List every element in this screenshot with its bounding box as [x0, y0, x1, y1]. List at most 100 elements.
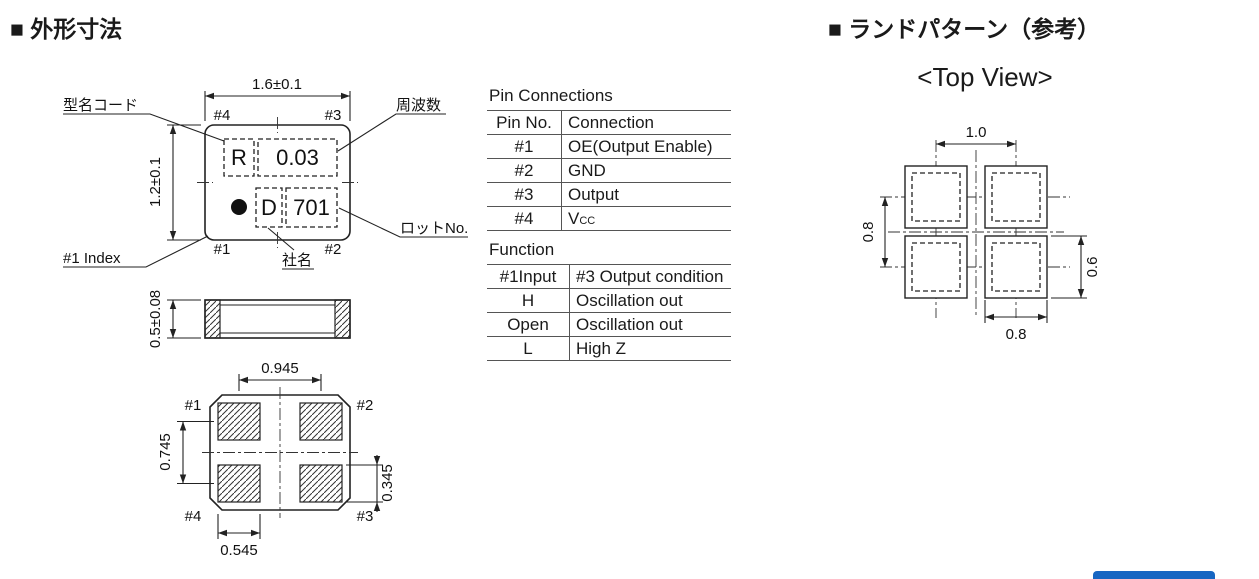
function-table: #1Input #3 Output condition H Oscillatio…	[487, 265, 731, 361]
pin-no-header: Pin No.	[487, 111, 562, 135]
input-header: #1Input	[487, 265, 570, 289]
bottom-pin-label-4: #4	[185, 508, 202, 525]
dim-pad-width-label: 0.545	[220, 542, 258, 559]
table-row: L High Z	[487, 336, 731, 361]
lot-box	[285, 187, 338, 228]
centerline-ticks	[197, 117, 358, 248]
dim-pitch-x-label: 0.945	[261, 360, 299, 377]
output-cell: Oscillation out	[569, 312, 731, 337]
callout-lot: ロットNo.	[400, 220, 468, 237]
package-bottom-view: #1 #2 #4 #3 0.945 0.745 0.345 0.545	[157, 360, 396, 559]
pad-4	[217, 464, 261, 503]
output-cell: Oscillation out	[569, 288, 731, 313]
connection-header: Connection	[561, 111, 731, 135]
table-row: #1 OE(Output Enable)	[487, 134, 731, 159]
pad-2	[299, 402, 343, 441]
callout-frequency: 周波数	[396, 97, 441, 114]
marking-frequency: 0.03	[276, 145, 319, 170]
table-row: #2 GND	[487, 158, 731, 183]
pad-width-dim-lines	[217, 514, 261, 539]
dim-pad-height-label: 0.345	[379, 464, 396, 502]
callout-model-code-leader	[63, 113, 225, 142]
callout-company: 社名	[282, 252, 312, 269]
callout-model-code: 型名コード	[63, 97, 138, 114]
function-title: Function	[487, 240, 731, 265]
table-header-row: #1Input #3 Output condition	[487, 265, 731, 289]
land-pad-bottom-left	[904, 235, 968, 299]
callout-lot-leader	[338, 207, 468, 238]
input-cell: L	[487, 336, 570, 361]
dim-pitch-y-label: 0.745	[157, 433, 174, 471]
footer-accent-bar	[1093, 571, 1215, 579]
bottom-pin-label-1: #1	[185, 397, 202, 414]
connection-cell: VCC	[561, 206, 731, 231]
marking-lot: 701	[293, 195, 330, 220]
land-dim-pitch-y-label: 0.8	[860, 222, 877, 243]
pitch-y-dim-lines	[177, 420, 214, 485]
top-view-subtitle: <Top View>	[917, 62, 1053, 92]
table-row: H Oscillation out	[487, 288, 731, 313]
table-row: #3 Output	[487, 182, 731, 207]
pin-cell: #4	[487, 206, 562, 231]
outline-section-title: ■ 外形寸法	[10, 16, 123, 42]
connection-cell: GND	[561, 158, 731, 183]
frequency-box	[257, 138, 338, 177]
table-header-row: Pin No. Connection	[487, 111, 731, 135]
land-pad-bottom-right	[984, 235, 1048, 299]
marking-company: D	[261, 195, 277, 220]
output-header: #3 Output condition	[569, 265, 731, 289]
input-cell: H	[487, 288, 570, 313]
land-pad-top-right	[984, 165, 1048, 229]
pin-connections-block: Pin Connections Pin No. Connection #1 OE…	[487, 86, 731, 231]
side-end-cap-left	[204, 299, 221, 339]
output-cell: High Z	[569, 336, 731, 361]
height-dim-lines	[167, 124, 201, 241]
outline-drawing-svg: R 0.03 D 701 #4 #3 #1 #2 1.6±0.1 1.2±0.1…	[63, 76, 468, 559]
side-end-cap-right	[334, 299, 351, 339]
package-outline	[204, 124, 351, 241]
pin-label-2: #2	[325, 241, 342, 258]
land-pad-top-left	[904, 165, 968, 229]
bottom-pin-label-3: #3	[357, 508, 374, 525]
table-row: #4 VCC	[487, 206, 731, 231]
pad-3	[299, 464, 343, 503]
pin-label-4: #4	[214, 107, 231, 124]
callout-company-leader	[267, 227, 314, 270]
pin-label-3: #3	[325, 107, 342, 124]
pin-cell: #1	[487, 134, 562, 159]
connection-cell: OE(Output Enable)	[561, 134, 731, 159]
function-block: Function #1Input #3 Output condition H O…	[487, 240, 731, 361]
callout-index-leader	[63, 235, 209, 268]
callout-index: #1 Index	[63, 250, 121, 267]
pin-connections-title: Pin Connections	[487, 86, 731, 111]
dim-thickness-label: 0.5±0.08	[147, 290, 164, 348]
pad-1	[217, 402, 261, 441]
land-centerlines	[880, 140, 1070, 318]
pin-cell: #3	[487, 182, 562, 207]
land-dim-pad-width-label: 0.8	[1006, 326, 1027, 343]
dim-width-label: 1.6±0.1	[252, 76, 302, 93]
land-pattern-svg: 1.0 0.8 0.6 0.8	[860, 124, 1101, 343]
bottom-centerlines	[202, 387, 358, 518]
land-pad-width-dim-lines	[984, 300, 1048, 323]
marking-model-code: R	[231, 145, 247, 170]
pin-connections-table: Pin No. Connection #1 OE(Output Enable) …	[487, 111, 731, 231]
connection-cell: Output	[561, 182, 731, 207]
side-seam-lines	[220, 304, 335, 334]
pin-cell: #2	[487, 158, 562, 183]
land-dim-pitch-x-label: 1.0	[966, 124, 987, 141]
pitch-x-dim-lines	[238, 374, 322, 391]
land-dim-pad-height-label: 0.6	[1084, 257, 1101, 278]
input-cell: Open	[487, 312, 570, 337]
model-code-box	[223, 138, 255, 177]
land-pattern-view: 1.0 0.8 0.6 0.8	[860, 124, 1101, 343]
land-pattern-section-title: ■ ランドパターン（参考）	[828, 16, 1101, 42]
company-box	[255, 187, 283, 228]
side-outline	[204, 299, 351, 339]
table-row: Open Oscillation out	[487, 312, 731, 337]
pin1-index-dot	[231, 199, 247, 215]
package-top-view: R 0.03 D 701 #4 #3 #1 #2 1.6±0.1 1.2±0.1…	[63, 76, 468, 270]
package-side-view: 0.5±0.08	[147, 290, 351, 348]
pin-label-1: #1	[214, 241, 231, 258]
